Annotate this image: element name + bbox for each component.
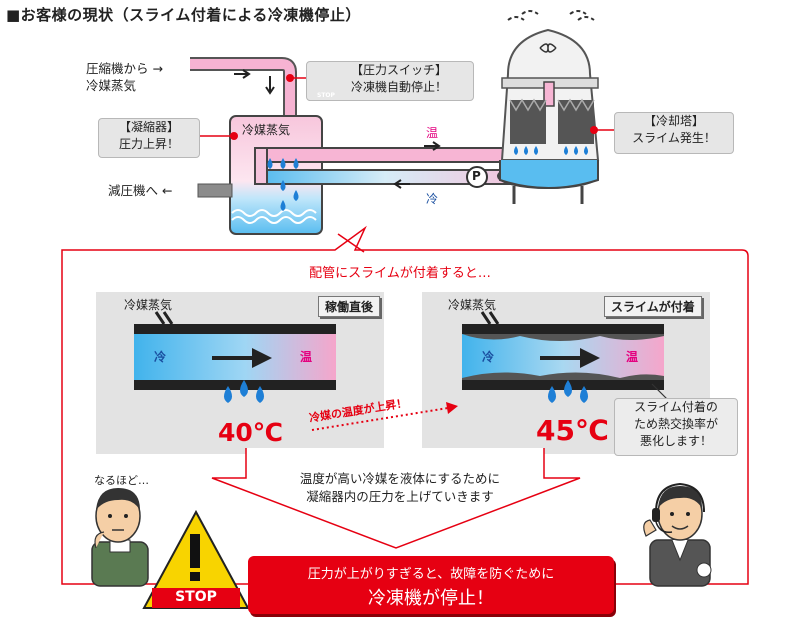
pressure-switch-callout: 【圧力スイッチ】 冷凍機自動停止！ bbox=[306, 61, 474, 101]
compressor-label: 圧縮機から → 冷媒蒸気 bbox=[86, 60, 163, 94]
banner-line2: 冷凍機が停止！ bbox=[368, 588, 494, 609]
flow-arrow-icon bbox=[424, 141, 441, 151]
pump-icon bbox=[466, 166, 488, 188]
slime-note: スライム付着の ため熱交換率が 悪化します！ bbox=[614, 398, 738, 456]
flow-arrow-left-icon bbox=[393, 179, 410, 189]
condenser-vapor-label: 冷媒蒸気 bbox=[242, 123, 291, 137]
right-warm-label: 温 bbox=[626, 350, 639, 364]
big-stop-label: STOP bbox=[175, 589, 217, 605]
pipe-clean bbox=[134, 324, 336, 390]
detail-frame bbox=[61, 225, 749, 585]
right-vapor-label: 冷媒蒸気 bbox=[448, 298, 497, 312]
stop-sign-icon bbox=[142, 509, 250, 609]
callout-connectors bbox=[200, 74, 614, 140]
cooling-tower-drops-icon bbox=[514, 146, 588, 155]
water-drops-icon bbox=[224, 380, 264, 403]
pipe-slime bbox=[462, 324, 664, 390]
cooling-tower-callout: 【冷却塔】 スライム発生！ bbox=[614, 112, 734, 154]
slime-pointer bbox=[651, 383, 669, 401]
cooling-tower bbox=[497, 10, 600, 204]
rise-arrow bbox=[311, 402, 458, 431]
water-drops-icon bbox=[548, 380, 588, 403]
left-panel-tag: 稼働直後 bbox=[318, 296, 381, 317]
warm-label: 温 bbox=[426, 126, 439, 140]
explanation-line2: 凝縮器内の圧力を上げていきます bbox=[306, 489, 494, 504]
slime-note-line2: ため熱交換率が bbox=[633, 417, 718, 431]
customer-avatar bbox=[91, 488, 149, 587]
page-title: ■お客様の現状（スライム付着による冷凍機停止） bbox=[6, 6, 361, 24]
explanation-line1: 温度が高い冷媒を液体にするために bbox=[299, 471, 501, 486]
pressure-switch-line2: 冷凍機自動停止！ bbox=[351, 80, 448, 94]
compressor-label-line1: 圧縮機から → bbox=[86, 61, 163, 76]
pressure-switch-line1: 【圧力スイッチ】 bbox=[351, 63, 448, 77]
water-drops-icon bbox=[267, 158, 299, 211]
cooling-tower-line1: 【冷却塔】 bbox=[643, 114, 704, 128]
vapor-arrows-icon bbox=[154, 311, 174, 325]
compressor-pipe bbox=[190, 57, 297, 118]
slime-note-line3: 悪化します！ bbox=[639, 434, 712, 448]
compressor-label-line2: 冷媒蒸気 bbox=[86, 78, 137, 93]
decompressor-pipe bbox=[197, 183, 233, 198]
condenser-line1: 【凝縮器】 bbox=[118, 120, 179, 134]
vapor-arrows-icon bbox=[480, 311, 500, 325]
left-vapor-label: 冷媒蒸気 bbox=[124, 298, 173, 312]
explanation-funnel bbox=[211, 448, 581, 549]
right-panel-tag: スライムが付着 bbox=[604, 296, 702, 317]
flow-arrow-icon bbox=[234, 69, 251, 79]
decompressor-label: 減圧機へ ← bbox=[108, 183, 173, 198]
detail-heading: 配管にスライムが付着すると… bbox=[309, 266, 491, 281]
left-temperature: 40℃ bbox=[218, 418, 284, 447]
banner-line1: 圧力が上がりすぎると、故障を防ぐために bbox=[307, 567, 555, 582]
right-cold-label: 冷 bbox=[482, 350, 495, 364]
condenser-line2: 圧力上昇！ bbox=[118, 137, 179, 151]
left-cold-label: 冷 bbox=[154, 350, 167, 364]
slime-note-line1: スライム付着の bbox=[634, 400, 718, 414]
flow-arrow-down-icon bbox=[265, 76, 275, 95]
operator-avatar bbox=[643, 482, 712, 587]
left-warm-label: 温 bbox=[300, 350, 313, 364]
pump-label: P bbox=[472, 169, 481, 183]
shutdown-banner: 圧力が上がりすぎると、故障を防ぐために 冷凍機が停止！ bbox=[248, 556, 614, 614]
right-temperature: 45℃ bbox=[536, 414, 609, 447]
cold-label: 冷 bbox=[426, 192, 439, 206]
customer-remark: なるほど… bbox=[94, 474, 149, 487]
small-stop-label: STOP bbox=[317, 92, 335, 99]
condenser-callout: 【凝縮器】 圧力上昇！ bbox=[98, 118, 200, 158]
cooling-tower-line2: スライム発生！ bbox=[632, 131, 716, 145]
